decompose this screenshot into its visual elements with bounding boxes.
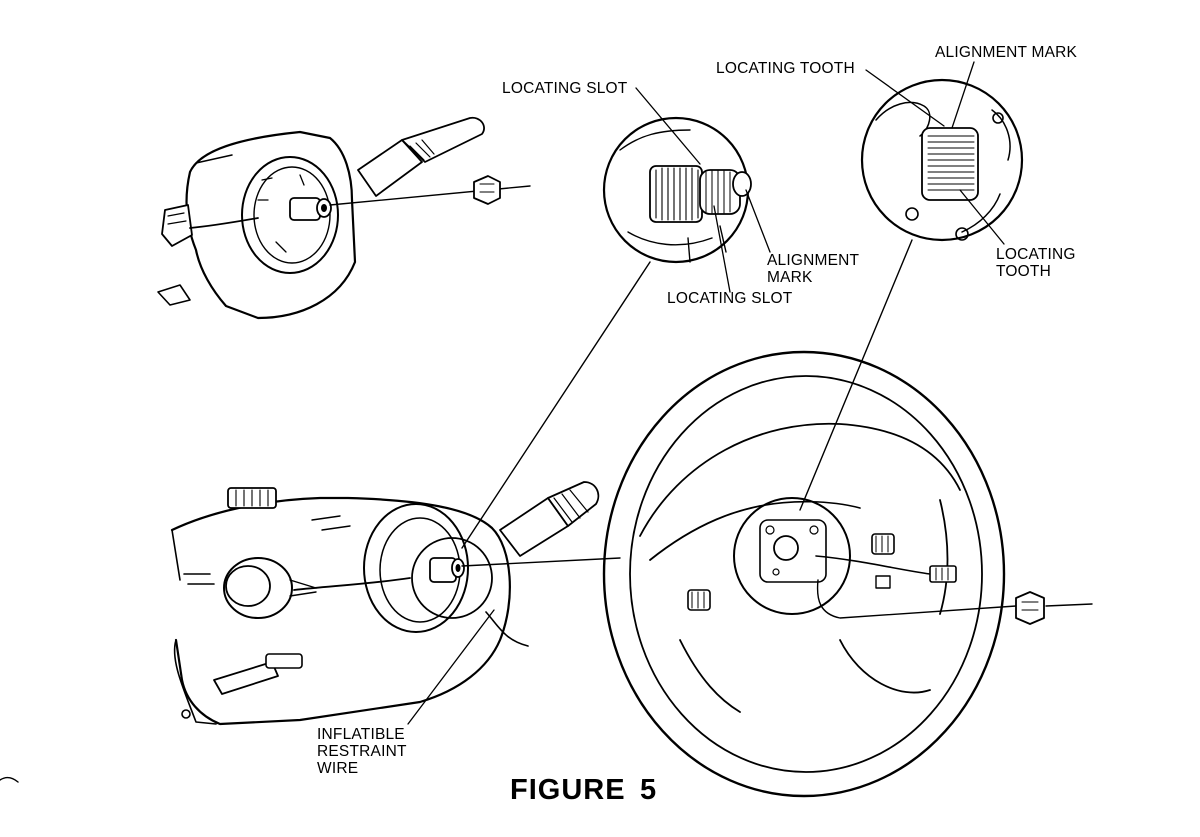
wheel-bolt-left <box>687 589 711 611</box>
wheel-bolt-right <box>871 533 895 555</box>
label-alignment-mark-line1: ALIGNMENT <box>767 252 860 269</box>
label-alignment-mark-line2: MARK <box>767 269 813 286</box>
label-locating-slot-top: LOCATING SLOT <box>502 80 628 97</box>
label-restraint-wire-line1: INFLATIBLE <box>317 726 405 743</box>
label-restraint-wire-line2: RESTRAINT <box>317 743 407 760</box>
shaft-detail-circle <box>461 87 771 549</box>
label-restraint-wire-line3: WIRE <box>317 760 359 777</box>
retaining-nut <box>1015 591 1045 625</box>
label-locating-tooth-line1: LOCATING <box>996 246 1076 263</box>
figure-caption-number: 5 <box>640 774 658 806</box>
label-alignment-mark-top: ALIGNMENT MARK <box>935 44 1078 61</box>
label-locating-slot-bottom: LOCATING SLOT <box>667 290 793 307</box>
hub-detail-circle <box>799 61 1024 511</box>
label-locating-tooth-line2: TOOTH <box>996 263 1051 280</box>
label-locating-tooth-top: LOCATING TOOTH <box>716 60 855 77</box>
steering-wheel <box>602 350 1093 798</box>
steering-column-small-view <box>157 116 531 320</box>
steering-column-main-view <box>170 481 621 726</box>
figure-caption-word: FIGURE <box>510 774 626 806</box>
